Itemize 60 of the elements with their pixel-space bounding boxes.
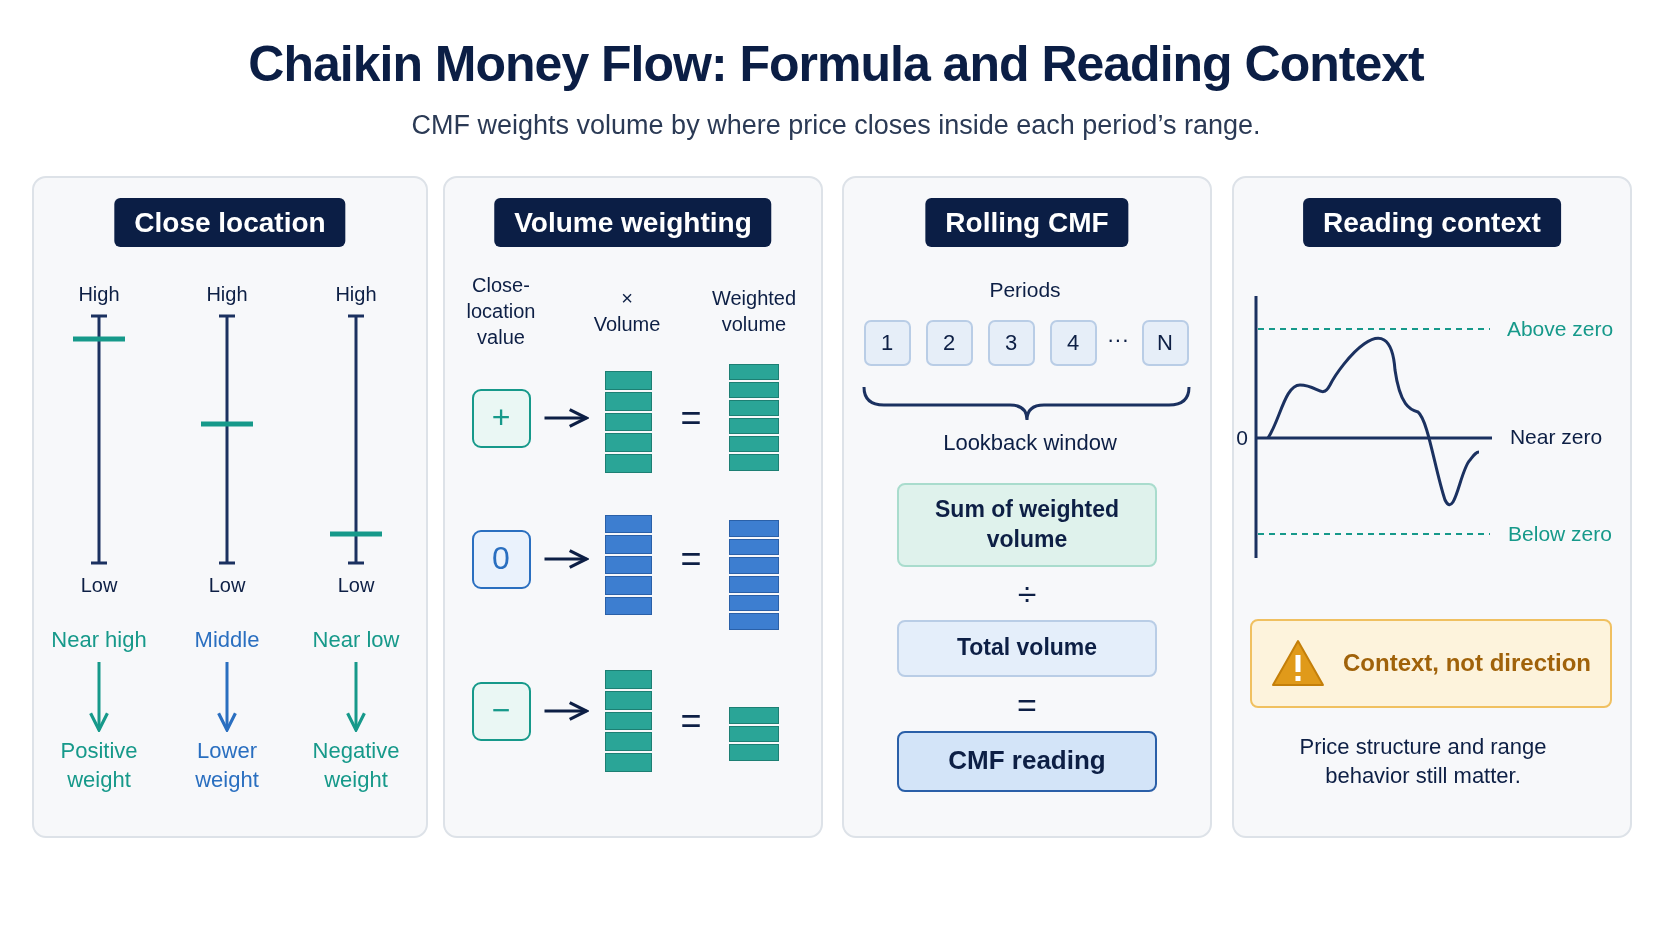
subtitle: CMF weights volume by where price closes inside each period’s range.: [411, 109, 1261, 143]
range-label: Low: [208, 573, 246, 598]
sign-box: 0: [471, 529, 531, 589]
arrow: [544, 701, 589, 721]
warning-box: [1250, 618, 1612, 708]
volume-stack: [729, 519, 779, 631]
arrow: [544, 549, 589, 569]
panel-heading: Rolling CMF: [925, 198, 1129, 247]
weight-label: Lower weight: [177, 734, 277, 798]
zone-label: Above zero: [1506, 316, 1614, 343]
period-box: 2: [925, 320, 973, 366]
arrow: [346, 662, 366, 732]
period-box: N: [1141, 320, 1189, 366]
panel-card: [32, 176, 428, 838]
range-label: Low: [337, 573, 375, 598]
result-box: CMF reading: [897, 730, 1157, 792]
volume-stack: [604, 370, 652, 474]
volume-stack: [729, 362, 779, 472]
weight-label: Negative weight: [301, 734, 411, 798]
period-box: 3: [987, 320, 1035, 366]
column-header: Close-location value: [465, 273, 537, 350]
panel-heading: Volume weighting: [494, 198, 772, 247]
period-box: 1: [863, 320, 911, 366]
zone-label: Near zero: [1509, 424, 1603, 451]
panel-card: [1232, 176, 1632, 838]
sign-box: +: [471, 388, 531, 448]
warning-text: Context, not direction: [1343, 648, 1591, 679]
sign-box: −: [471, 681, 531, 741]
equals-sign: =: [680, 395, 702, 440]
volume-stack: [729, 706, 779, 762]
panel-heading: Close location: [114, 198, 346, 247]
title: Chaikin Money Flow: Formula and Reading Context: [248, 34, 1424, 94]
section-label: Lookback window: [943, 428, 1117, 457]
panel-heading: Reading context: [1303, 198, 1561, 247]
range-label: High: [335, 282, 377, 307]
column-header: Weighted volume: [710, 286, 798, 337]
equals-sign: =: [1017, 684, 1037, 726]
equals-sign: =: [680, 536, 702, 581]
period-box: 4: [1049, 320, 1097, 366]
range-label: High: [78, 282, 120, 307]
arrow: [217, 662, 237, 732]
formula-box: Sum of weighted volume: [897, 483, 1157, 567]
weight-label: Positive weight: [49, 734, 149, 798]
arrow: [89, 662, 109, 732]
ellipsis: ···: [1107, 325, 1129, 354]
note-text: Price structure and range behavior still matter.: [1298, 733, 1548, 790]
column-header: × Volume: [592, 286, 662, 337]
range-label: Low: [80, 573, 118, 598]
range-label: High: [206, 282, 248, 307]
zone-label: Below zero: [1508, 521, 1612, 548]
volume-stack: [604, 514, 652, 616]
volume-stack: [604, 669, 652, 773]
formula-box: Total volume: [897, 619, 1157, 677]
panel-card: [443, 176, 823, 838]
section-label: Periods: [989, 277, 1061, 304]
equals-sign: =: [680, 698, 702, 743]
division-sign: ÷: [1017, 573, 1037, 615]
axis-label: 0: [1236, 425, 1248, 452]
arrow: [544, 408, 589, 428]
panel-card: [842, 176, 1212, 838]
